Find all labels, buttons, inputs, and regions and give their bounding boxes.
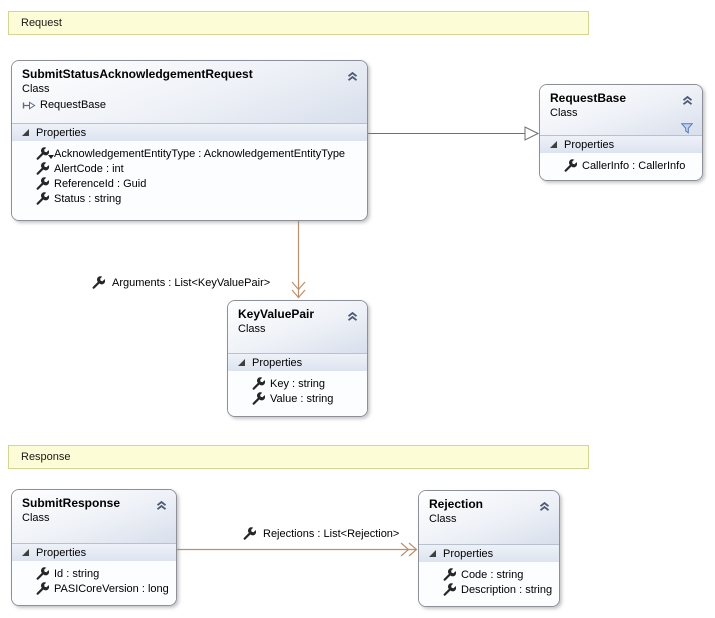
property-wrench-icon	[36, 582, 49, 595]
property-label: AcknowledgementEntityType : Acknowledgem…	[54, 147, 346, 160]
property-row[interactable]: Key : string	[228, 376, 367, 391]
class-header: SubmitResponse Class	[12, 490, 176, 544]
property-label: CallerInfo : CallerInfo	[582, 159, 686, 172]
section-expander-icon[interactable]	[22, 549, 29, 556]
property-label: AlertCode : int	[54, 162, 124, 175]
property-wrench-icon	[36, 162, 49, 175]
property-modifier-arrow-icon	[48, 155, 54, 159]
section-label: Properties	[564, 138, 615, 151]
properties-section-header[interactable]: Properties	[12, 544, 176, 561]
property-row[interactable]: Value : string	[228, 391, 367, 406]
association-label-text: Rejections : List<Rejection>	[263, 527, 400, 540]
property-label: Status : string	[54, 192, 122, 205]
section-expander-icon[interactable]	[22, 129, 29, 136]
class-title: SubmitResponse	[22, 496, 121, 510]
class-kind: Class	[22, 83, 50, 95]
comment-response[interactable]: Response	[8, 445, 589, 469]
class-key-value-pair[interactable]: KeyValuePair Class Properties Key : stri…	[227, 300, 368, 417]
properties-rows: Key : string Value : string	[228, 371, 367, 416]
comment-request-label: Request	[21, 17, 62, 29]
property-row[interactable]: Code : string	[419, 567, 559, 582]
property-row[interactable]: AcknowledgementEntityType : Acknowledgem…	[12, 146, 367, 161]
properties-rows: Code : string Description : string	[419, 562, 559, 606]
properties-section-header[interactable]: Properties	[12, 124, 367, 141]
association-label-text: Arguments : List<KeyValuePair>	[112, 276, 271, 289]
property-wrench-icon	[36, 567, 49, 580]
class-header: RequestBase Class	[540, 85, 702, 136]
property-row[interactable]: Description : string	[419, 582, 559, 597]
property-wrench-icon	[443, 583, 456, 596]
association-label-arguments[interactable]: Arguments : List<KeyValuePair>	[92, 276, 270, 289]
inherits-row: RequestBase	[22, 99, 357, 111]
section-label: Properties	[443, 547, 494, 560]
section-label: Properties	[36, 126, 87, 139]
class-kind: Class	[550, 107, 578, 119]
property-label: Key : string	[270, 377, 326, 390]
property-wrench-icon	[243, 527, 256, 540]
property-wrench-icon	[36, 177, 49, 190]
properties-section-header[interactable]: Properties	[228, 354, 367, 371]
property-wrench-icon	[92, 276, 105, 289]
property-label: ReferenceId : Guid	[54, 177, 147, 190]
class-title: KeyValuePair	[238, 307, 315, 321]
collapse-chevron-icon[interactable]	[347, 308, 358, 321]
property-label: Id : string	[54, 567, 100, 580]
section-expander-icon[interactable]	[238, 359, 245, 366]
property-row[interactable]: ReferenceId : Guid	[12, 176, 367, 191]
section-label: Properties	[252, 356, 303, 369]
property-row[interactable]: CallerInfo : CallerInfo	[540, 158, 702, 173]
properties-section-header[interactable]: Properties	[419, 545, 559, 562]
section-expander-icon[interactable]	[429, 550, 436, 557]
property-label: Code : string	[461, 568, 524, 581]
property-row[interactable]: AlertCode : int	[12, 161, 367, 176]
property-wrench-icon	[443, 568, 456, 581]
collapse-chevron-icon[interactable]	[347, 68, 358, 81]
properties-rows: AcknowledgementEntityType : Acknowledgem…	[12, 141, 367, 220]
properties-rows: Id : string PASICoreVersion : long	[12, 561, 176, 605]
collapse-chevron-icon[interactable]	[156, 497, 167, 510]
connector-association-rejections[interactable]	[177, 542, 418, 557]
inherits-label: RequestBase	[40, 99, 107, 111]
properties-rows: CallerInfo : CallerInfo	[540, 153, 702, 180]
property-wrench-icon	[36, 147, 49, 160]
class-header: Rejection Class	[419, 491, 559, 545]
property-wrench-icon	[252, 377, 265, 390]
collapse-chevron-icon[interactable]	[682, 92, 693, 105]
property-row[interactable]: PASICoreVersion : long	[12, 581, 176, 596]
comment-response-label: Response	[21, 451, 71, 463]
association-label-rejections[interactable]: Rejections : List<Rejection>	[243, 527, 399, 540]
property-row[interactable]: Status : string	[12, 191, 367, 206]
class-request-base[interactable]: RequestBase Class Properties	[539, 84, 703, 181]
collapse-chevron-icon[interactable]	[539, 498, 550, 511]
class-kind: Class	[238, 323, 266, 335]
property-wrench-icon	[36, 192, 49, 205]
section-label: Properties	[36, 546, 87, 559]
property-wrench-icon	[564, 159, 577, 172]
property-label: PASICoreVersion : long	[54, 582, 169, 595]
class-title: SubmitStatusAcknowledgementRequest	[22, 67, 253, 81]
class-submit-status-acknowledgement-request[interactable]: SubmitStatusAcknowledgementRequest Class…	[11, 60, 368, 221]
properties-section-header[interactable]: Properties	[540, 136, 702, 153]
connector-association-arguments[interactable]	[291, 221, 306, 299]
property-label: Description : string	[461, 583, 553, 596]
class-submit-response[interactable]: SubmitResponse Class Properties Id : str…	[11, 489, 177, 606]
class-header: SubmitStatusAcknowledgementRequest Class…	[12, 61, 367, 124]
class-kind: Class	[429, 513, 457, 525]
property-label: Value : string	[270, 392, 334, 405]
class-title: RequestBase	[550, 91, 627, 105]
connector-inheritance-requestbase[interactable]	[368, 126, 540, 141]
inherits-arrow-icon	[22, 100, 36, 111]
class-rejection[interactable]: Rejection Class Properties Code : string	[418, 490, 560, 607]
comment-request[interactable]: Request	[8, 11, 589, 35]
section-expander-icon[interactable]	[550, 141, 557, 148]
class-title: Rejection	[429, 497, 484, 511]
property-row[interactable]: Id : string	[12, 566, 176, 581]
class-header: KeyValuePair Class	[228, 301, 367, 354]
property-wrench-icon	[252, 392, 265, 405]
filter-funnel-icon[interactable]	[680, 121, 694, 134]
class-kind: Class	[22, 512, 50, 524]
